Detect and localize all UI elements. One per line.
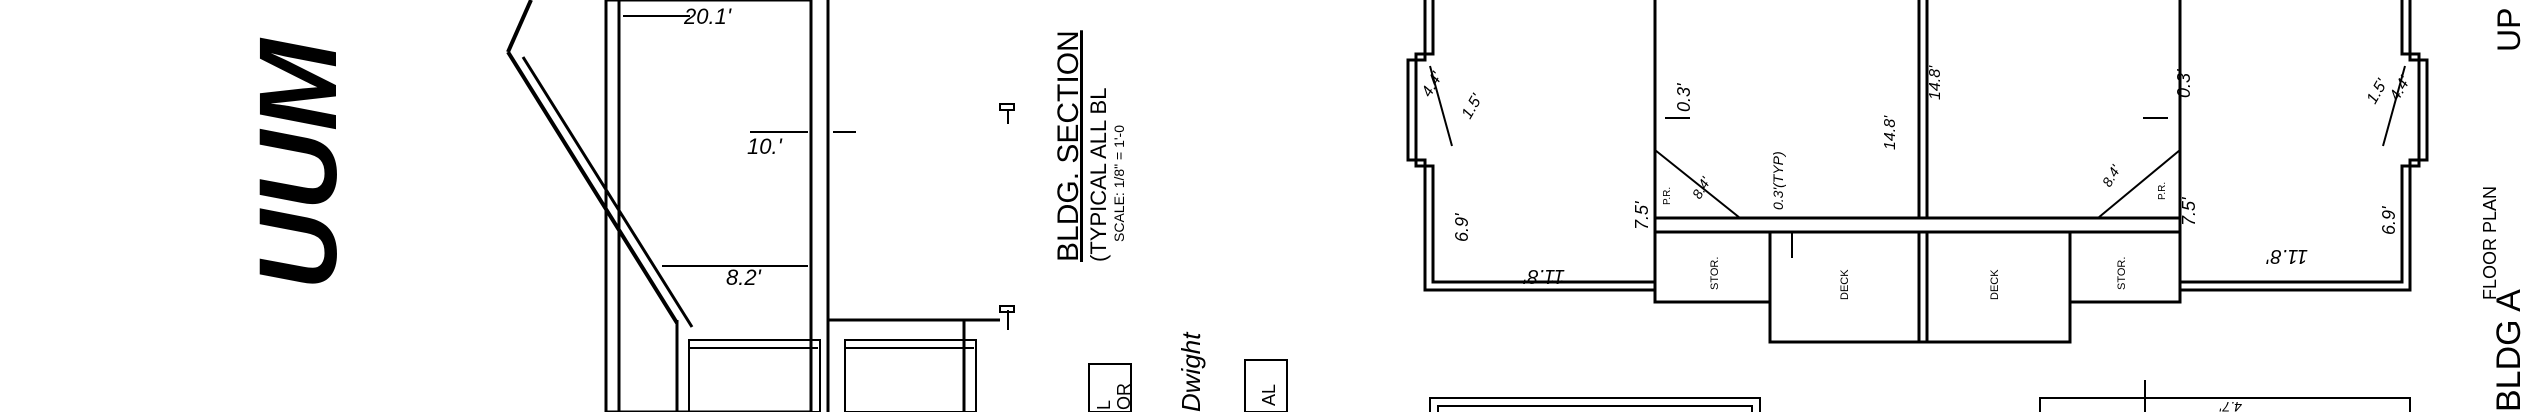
section-dim-low: 8.2'	[726, 265, 762, 290]
section-dim-top: 20.1'	[683, 4, 732, 29]
left-dim-g: 8.4'	[1689, 173, 1715, 201]
right-dim-e: 7.5'	[2179, 197, 2199, 226]
wordmark: UUM	[237, 37, 360, 290]
wordmark-text: UUM	[237, 37, 360, 290]
legend-box-1-line1: L	[1094, 400, 1114, 410]
right-room-deck: DECK	[1989, 269, 2001, 300]
right-dim-a: 1.5'	[2364, 76, 2392, 107]
left-dim-a: 4.4'	[1419, 69, 1447, 100]
left-dim-c: 6.9'	[1452, 213, 1472, 242]
right-dim-w: 14.8'	[1927, 65, 1944, 100]
left-room-stor: STOR.	[1709, 257, 1721, 290]
legend-box-1-line2: OR	[1114, 383, 1134, 410]
signature: Dwight	[1176, 331, 1206, 412]
section-title-block: BLDG. SECTION (TYPICAL ALL BL SCALE: 1/8…	[1052, 30, 1127, 262]
legend-box-2	[1244, 359, 1288, 412]
right-room-pr: P.R.	[2157, 182, 2168, 200]
floorplan-caption-small: FLOOR PLAN	[2480, 186, 2500, 300]
right-dim-b: 4.4'	[2387, 73, 2415, 104]
section-dim-mid: 10.'	[747, 134, 783, 159]
building-section: 20.1' 10.' 8.2'	[506, 0, 1015, 412]
right-dim-d: 11.8'	[2266, 245, 2308, 267]
floor-plan: 4.4' 1.5' 6.9' 11.8' 7.5' 0.3' 8.4' 0.3'…	[1406, 0, 2522, 412]
left-room-deck: DECK	[1839, 269, 1851, 300]
section-title: BLDG. SECTION	[1052, 30, 1085, 262]
legend-box-2-line1: AL	[1259, 384, 1279, 406]
left-dim-f: 0.3'	[1674, 83, 1694, 112]
left-dim-e: 7.5'	[1632, 201, 1652, 230]
section-subtitle: (TYPICAL ALL BL	[1086, 88, 1111, 262]
right-room-stor: STOR.	[2116, 257, 2128, 290]
floorplan-caption-large: BLDG A	[2490, 289, 2522, 412]
left-dim-d: 11.8'	[1523, 265, 1565, 287]
section-scale: SCALE: 1/8" = 1'-0	[1111, 125, 1127, 242]
left-dim-h: 0.3'(TYP)	[1770, 151, 1786, 210]
bottom-dim: 4.7'	[2219, 399, 2242, 412]
right-dim-c: 6.9'	[2379, 206, 2399, 235]
corner-label: UP	[2491, 8, 2522, 52]
right-dim-g: 8.4'	[2099, 161, 2125, 189]
left-dim-b: 1.5'	[1459, 91, 1487, 122]
right-dim-f: 0.3'	[2174, 69, 2194, 98]
left-room-pr: P.R.	[1662, 187, 1673, 205]
legend-box-1	[1088, 363, 1132, 412]
left-dim-w: 14.8'	[1882, 115, 1899, 150]
